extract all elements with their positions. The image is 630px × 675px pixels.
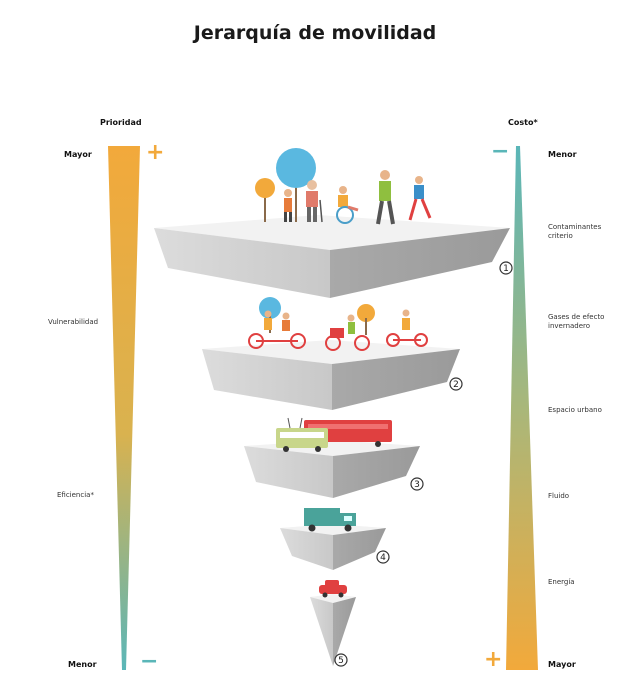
priority-scale-bar (108, 146, 140, 670)
level-3-slab (244, 440, 420, 498)
level-1-slab (154, 215, 510, 298)
page-title: Jerarquía de movilidad (193, 22, 437, 44)
cost-label-greenhouse-gases: Gases de efecto invernadero (548, 313, 605, 330)
cost-label-criteria-pollutants: Contaminantes criterio (548, 223, 602, 240)
freight-truck-icon (304, 508, 356, 532)
cyclists-icon (248, 297, 428, 351)
level-4-number-text: 4 (380, 553, 386, 563)
cost-label-urban-space: Espacio urbano (548, 406, 602, 414)
cost-plus-icon: + (484, 647, 503, 672)
cost-label-fluid: Fluido (548, 492, 570, 500)
level-5-number: 5 (334, 653, 348, 667)
priority-minus-icon: − (140, 649, 159, 674)
car-icon (319, 580, 347, 598)
level-3-number-text: 3 (414, 480, 420, 490)
cost-header: Costo* (508, 118, 538, 127)
pedestrians-icon (255, 148, 432, 225)
level-1-number: 1 (499, 261, 513, 275)
priority-bottom-label: Menor (68, 660, 97, 669)
cost-minus-icon: − (491, 139, 510, 164)
cost-bottom-label: Mayor (548, 660, 576, 669)
level-2-number: 2 (449, 377, 463, 391)
level-5-slab (310, 594, 356, 666)
level-2-number-text: 2 (453, 380, 459, 390)
public-transport-icon (276, 417, 392, 452)
priority-top-label: Mayor (64, 150, 92, 159)
level-5-number-text: 5 (338, 656, 344, 666)
priority-label-efficiency: Eficiencia* (57, 491, 94, 499)
priority-header: Prioridad (100, 118, 142, 127)
level-4-number: 4 (376, 550, 390, 564)
cost-label-energy: Energía (548, 578, 575, 586)
level-1-number-text: 1 (503, 264, 509, 274)
cost-scale-bar (506, 146, 538, 670)
priority-plus-icon: + (146, 140, 165, 165)
level-3-number: 3 (410, 477, 424, 491)
priority-label-vulnerability: Vulnerabilidad (48, 318, 99, 326)
level-4-slab (280, 524, 386, 570)
cost-top-label: Menor (548, 150, 577, 159)
